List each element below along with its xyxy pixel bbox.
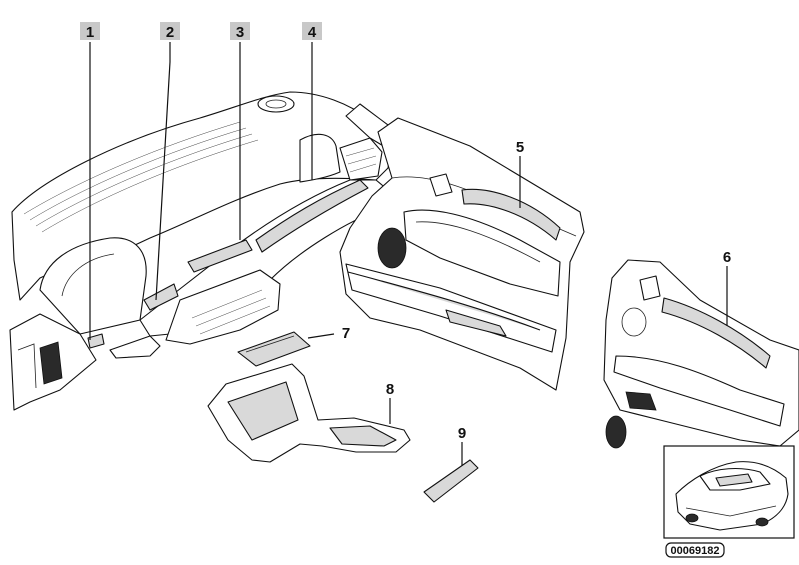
reference-number: 00069182 [671, 545, 720, 557]
reference-number-box: 00069182 [665, 542, 725, 558]
trim-strip-9 [423, 459, 479, 503]
callout-label-6: 6 [723, 249, 731, 266]
rear-door-panel [603, 259, 799, 449]
callout-label-3: 3 [236, 24, 244, 41]
callout-4: 4 [302, 22, 322, 41]
front-door-panel [339, 117, 585, 391]
callout-label-8: 8 [386, 381, 394, 398]
callout-label-9: 9 [458, 425, 466, 442]
callout-2: 2 [160, 22, 180, 41]
callout-label-2: 2 [166, 24, 174, 41]
callout-9: 9 [458, 425, 466, 442]
callout-7: 7 [342, 325, 350, 342]
console-trim-8 [207, 363, 411, 463]
callout-label-4: 4 [308, 24, 317, 41]
callout-label-5: 5 [516, 139, 524, 156]
callout-label-1: 1 [86, 24, 94, 41]
callout-label-7: 7 [342, 325, 350, 342]
dashboard-assembly [9, 91, 393, 411]
callout-8: 8 [386, 381, 394, 398]
callout-6: 6 [723, 249, 731, 266]
callout-1: 1 [80, 22, 100, 41]
trim-strip-7 [237, 331, 311, 367]
callout-3: 3 [230, 22, 250, 41]
leader-lines [89, 42, 728, 466]
callout-5: 5 [516, 139, 524, 156]
car-thumbnail [663, 445, 795, 539]
